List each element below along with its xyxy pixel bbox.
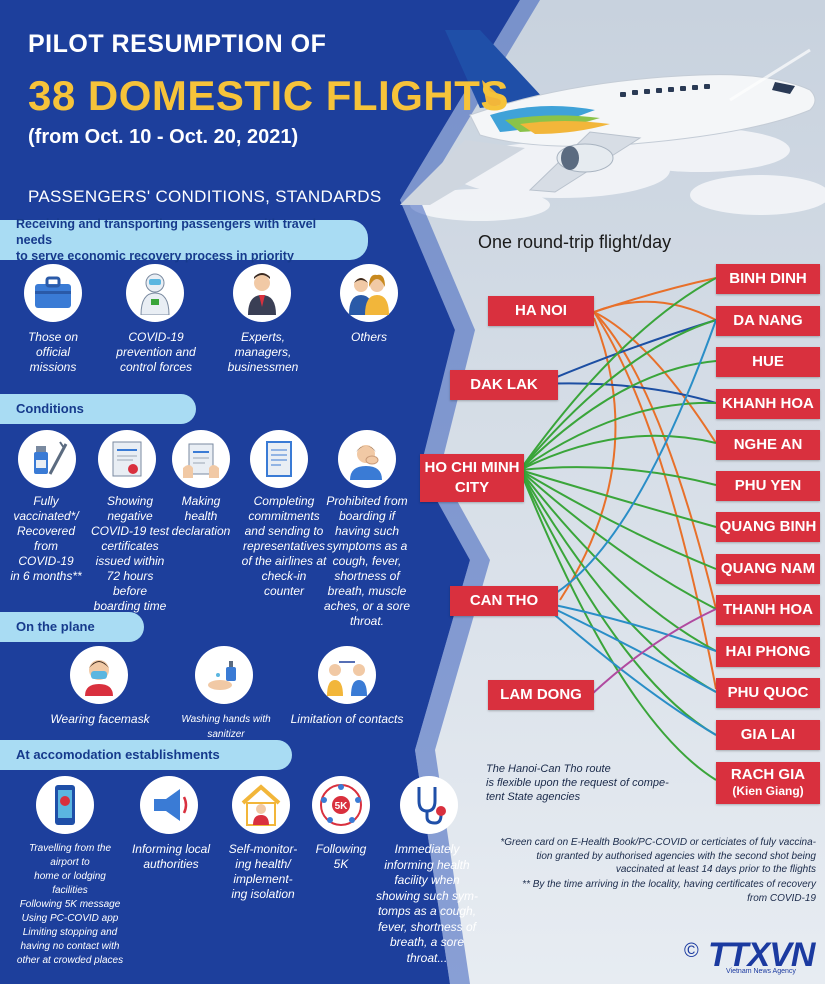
priority-heading-line1: Receiving and transporting passengers wi… [16, 217, 317, 247]
dest-phu-yen: PHU YEN [716, 471, 820, 501]
dest-hai-phong: HAI PHONG [716, 637, 820, 667]
ttxvn-logo: TTXVN [708, 936, 815, 974]
dest-quang-nam: QUANG NAM [716, 554, 820, 584]
certificate-icon [98, 430, 156, 488]
plane-heading: On the plane [0, 612, 144, 642]
footnote-1: *Green card on E-Health Book/PC-COVID or… [500, 837, 816, 875]
origin-dak-lak: DAK LAK [450, 370, 558, 400]
title-line2: 38 DOMESTIC FLIGHTS [28, 72, 509, 119]
distance-icon [318, 646, 376, 704]
vaccine-icon [18, 430, 76, 488]
dest-rach-gia-sub: (Kien Giang) [732, 784, 804, 798]
plane-caption-3: Limitation of contacts [290, 712, 404, 726]
origin-lam-dong: LAM DONG [488, 680, 594, 710]
dest-rach-gia-name: RACH GIA [730, 766, 806, 783]
title-line1: PILOT RESUMPTION OF [28, 30, 327, 58]
businessman-icon [233, 264, 291, 322]
routes-heading: One round-trip flight/day [478, 232, 672, 252]
ttxvn-logo-sub: Vietnam News Agency [726, 968, 796, 975]
priority-heading: Receiving and transporting passengers wi… [0, 217, 368, 263]
accommodation-heading: At accomodation establishments [0, 740, 292, 770]
title-line3: (from Oct. 10 - Oct. 20, 2021) [28, 126, 299, 148]
priority-caption-4: Others [350, 330, 387, 344]
copyright-symbol: © [684, 940, 699, 962]
briefcase-icon [24, 264, 82, 322]
dest-nghe-an: NGHE AN [716, 430, 820, 460]
declaration-icon [172, 430, 230, 488]
people-icon [340, 264, 398, 322]
coughing-person-icon [338, 430, 396, 488]
dest-hue: HUE [716, 347, 820, 377]
priority-caption-3: Experts,managers,businessmen [227, 330, 299, 374]
dest-phu-quoc: PHU QUOC [716, 678, 820, 708]
footnote-2: ** By the time arriving in the locality,… [522, 879, 816, 904]
house-isolation-icon [232, 776, 290, 834]
dest-khanh-hoa: KHANH HOA [716, 389, 820, 419]
dest-quang-binh: QUANG BINH [716, 512, 820, 542]
airplane-illustration [400, 30, 816, 205]
plane-caption-1: Wearing facemask [50, 712, 150, 726]
origin-can-tho: CAN THO [450, 586, 558, 616]
5k-icon: 5K [312, 776, 370, 834]
conditions-heading: Conditions [0, 394, 196, 424]
subtitle: PASSENGERS' CONDITIONS, STANDARDS [28, 187, 382, 206]
accommodation-caption-3: Self-monitor-ing health/implement-ing is… [228, 842, 298, 901]
sanitizer-icon [195, 646, 253, 704]
dest-binh-dinh: BINH DINH [716, 264, 820, 294]
origin-ho-chi-minh-city: HO CHI MINH CITY [420, 454, 524, 502]
svg-text:5K: 5K [335, 801, 349, 812]
phone-icon [36, 776, 94, 834]
stethoscope-icon [400, 776, 458, 834]
dest-thanh-hoa: THANH HOA [716, 595, 820, 625]
dest-gia-lai: GIA LAI [716, 720, 820, 750]
origin-ha-noi: HA NOI [488, 296, 594, 326]
facemask-icon [70, 646, 128, 704]
dest-rach-gia: RACH GIA (Kien Giang) [716, 762, 820, 804]
priority-heading-line2: to serve economic recovery process in pr… [16, 249, 294, 263]
megaphone-icon [140, 776, 198, 834]
dest-da-nang: DA NANG [716, 306, 820, 336]
protective-suit-icon [126, 264, 184, 322]
document-icon [250, 430, 308, 488]
